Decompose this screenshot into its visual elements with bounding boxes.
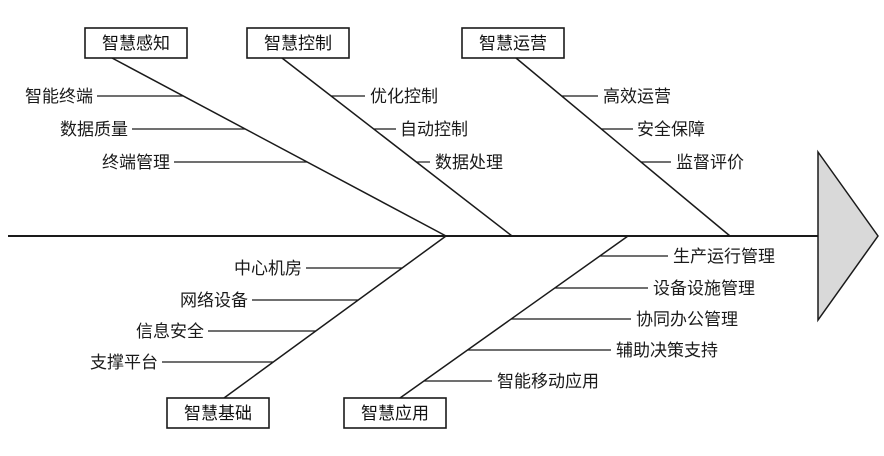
item-label: 数据质量 <box>60 120 128 139</box>
item-label: 支撑平台 <box>90 353 158 372</box>
item-label: 网络设备 <box>180 291 248 310</box>
item-label: 安全保障 <box>637 120 705 139</box>
category-label-smart-perception: 智慧感知 <box>102 34 170 53</box>
arrow-head <box>817 149 879 323</box>
rib-smart-operation <box>515 57 731 237</box>
category-label-smart-foundation: 智慧基础 <box>184 404 252 423</box>
item-label: 数据处理 <box>435 153 503 172</box>
category-box-smart-control <box>246 27 350 59</box>
item-label: 高效运营 <box>603 87 671 106</box>
rib-smart-control <box>281 57 513 237</box>
item-label: 智能移动应用 <box>497 372 599 391</box>
category-label-smart-control: 智慧控制 <box>264 34 332 53</box>
item-label: 监督评价 <box>676 153 744 172</box>
category-box-smart-operation <box>461 27 565 59</box>
item-label: 智能终端 <box>25 87 93 106</box>
category-box-smart-application <box>343 397 447 429</box>
category-box-smart-perception <box>84 27 188 59</box>
item-label: 协同办公管理 <box>636 310 738 329</box>
category-box-smart-foundation <box>166 397 270 429</box>
rib-smart-foundation <box>223 235 447 399</box>
item-label: 自动控制 <box>400 120 468 139</box>
item-label: 设备设施管理 <box>653 279 755 298</box>
category-label-smart-application: 智慧应用 <box>361 404 429 423</box>
item-label: 辅助决策支持 <box>616 341 718 360</box>
item-label: 终端管理 <box>102 153 170 172</box>
item-label: 信息安全 <box>136 322 204 341</box>
rib-smart-application <box>399 235 629 399</box>
item-label: 中心机房 <box>234 259 302 278</box>
rib-smart-perception <box>111 57 447 237</box>
item-label: 生产运行管理 <box>673 247 775 266</box>
item-label: 优化控制 <box>370 87 438 106</box>
category-label-smart-operation: 智慧运营 <box>479 34 547 53</box>
